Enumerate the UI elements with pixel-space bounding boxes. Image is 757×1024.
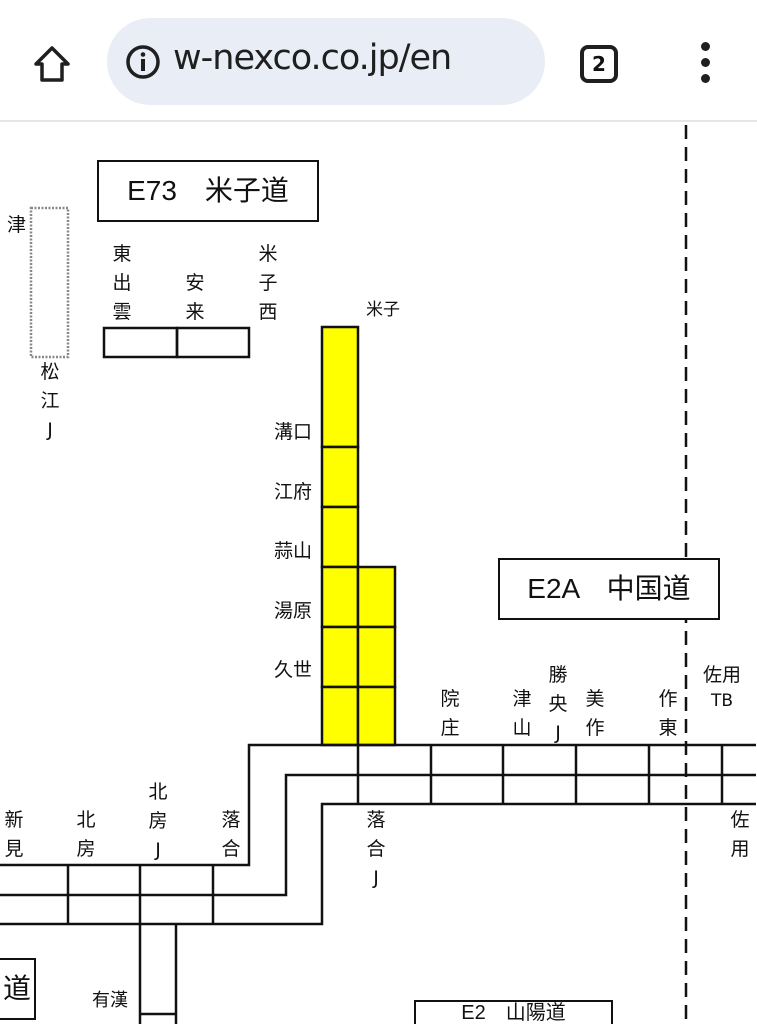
ic-label-niimi: 新見 xyxy=(4,809,24,860)
ic-label-mimasaka: 美作 xyxy=(585,688,605,739)
sayo-tb-line-1: 佐用 xyxy=(702,664,741,686)
ic-label-yonago-nishi: 米子西 xyxy=(258,243,278,323)
ic-label-kofu: 江府 xyxy=(274,481,313,503)
ic-label-tsu: 津 xyxy=(7,214,27,236)
section-higashi-izumo-yasugi xyxy=(102,326,179,359)
yonago-road-highlight xyxy=(320,325,397,747)
section-dividers-west xyxy=(66,865,215,924)
ic-label-yubara: 湯原 xyxy=(274,600,313,622)
route-title-left: 道 xyxy=(0,958,36,1020)
jct-label-shoo: 勝央J xyxy=(548,664,568,744)
section-hiruzen-yubara xyxy=(320,565,360,629)
ic-label-yasugi: 安来 xyxy=(185,272,205,323)
section-yubara-kuse-2 xyxy=(356,625,397,689)
route-title-e73: E73 米子道 xyxy=(97,160,319,222)
tab-count-button[interactable]: 2 xyxy=(580,45,618,83)
jct-label-hokubo: 北房J xyxy=(148,781,168,861)
ic-label-sakuto: 作東 xyxy=(658,688,678,739)
matsue-section-box xyxy=(29,206,70,359)
section-yubara-kuse xyxy=(320,625,360,689)
home-icon[interactable] xyxy=(32,44,72,84)
jct-label-matsue: 松江J xyxy=(40,361,60,441)
url-text: w-nexco.co.jp/en xyxy=(173,38,452,78)
ic-label-ukan: 有漢 xyxy=(92,990,128,1011)
chugoku-road-line-2 xyxy=(0,773,756,897)
okayama-road-lines xyxy=(138,924,178,1024)
section-kofu-hiruzen xyxy=(320,505,360,569)
more-menu-icon[interactable] xyxy=(696,42,714,86)
section-hiruzen-yubara-2 xyxy=(356,565,397,629)
section-dividers-east xyxy=(356,745,724,804)
info-icon[interactable] xyxy=(125,44,161,80)
browser-toolbar: w-nexco.co.jp/en 2 xyxy=(0,0,757,122)
ic-label-tsuyama: 津山 xyxy=(512,688,532,739)
route-title-e2a: E2A 中国道 xyxy=(498,558,720,620)
section-mizokuchi-kofu xyxy=(320,445,360,509)
ic-label-sayo-tb: 佐用 TB xyxy=(700,661,744,712)
section-yonago-mizokuchi xyxy=(320,325,360,449)
route-title-e2: E2 山陽道 xyxy=(414,1000,613,1024)
ic-label-hiruzen: 蒜山 xyxy=(274,540,313,562)
jct-label-ochiai: 落合J xyxy=(366,809,386,889)
ic-label-hokubo: 北房 xyxy=(76,809,96,860)
ic-label-higashi-izumo: 東出雲 xyxy=(112,243,132,323)
section-kuse-ochiai xyxy=(320,685,360,747)
chugoku-road-line-3 xyxy=(0,802,756,926)
ic-label-yonago: 米子 xyxy=(366,300,400,320)
ic-label-innosho: 院庄 xyxy=(440,688,460,739)
section-kuse-ochiai-2 xyxy=(356,685,397,747)
sayo-tb-line-2: TB xyxy=(710,691,734,711)
section-yasugi-yonago-nishi xyxy=(175,326,251,359)
ic-label-mizokuchi: 溝口 xyxy=(274,421,313,443)
ic-label-sayo: 佐用 xyxy=(730,809,750,860)
ic-label-kuse: 久世 xyxy=(274,659,313,681)
ic-label-ochiai: 落合 xyxy=(221,809,241,860)
address-bar[interactable]: w-nexco.co.jp/en xyxy=(107,18,545,105)
